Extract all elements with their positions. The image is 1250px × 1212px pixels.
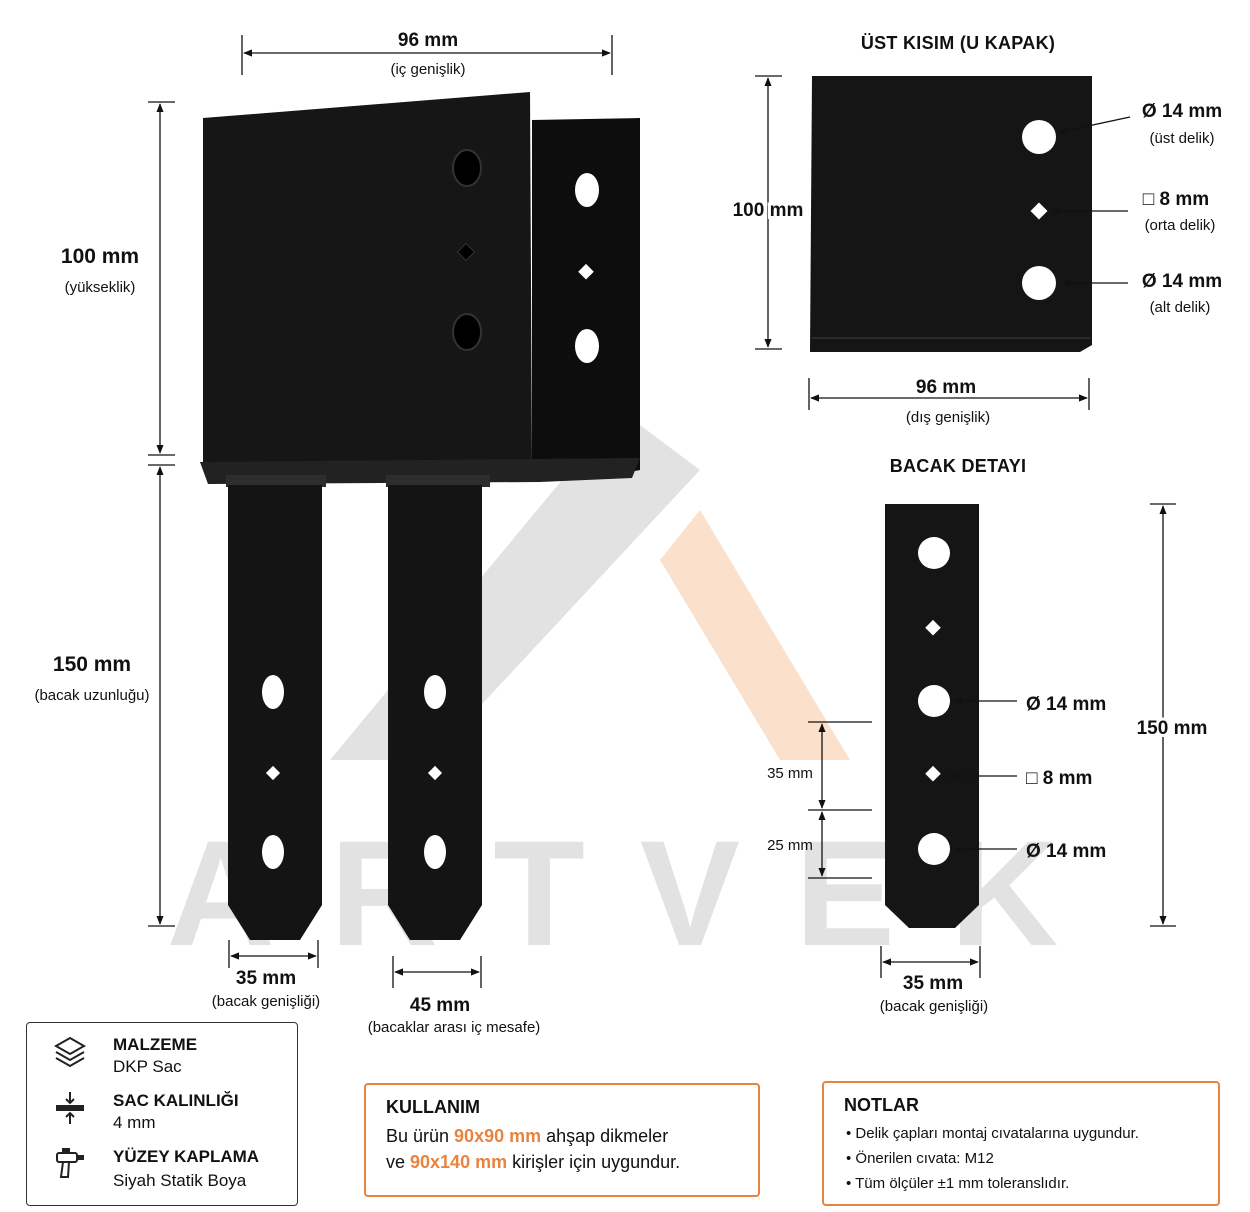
main-height-note: (yükseklik) [65,279,136,296]
top-hole-upper-value: Ø 14 mm [1142,101,1222,122]
front-hole-bottom [452,313,482,351]
usage-line-1: Bu ürün 90x90 mm ahşap dikmeler [386,1126,668,1147]
main-dimensions [148,35,613,988]
leg-detail-view: BACAK DETAYI [885,456,1026,928]
top-hole-upper-note: (üst delik) [1149,130,1214,147]
top-width-value: 96 mm [916,377,976,398]
bracket-front-plate [203,92,532,470]
notes-title: NOTLAR [844,1095,919,1115]
notes-box: NOTLAR • Delik çapları montaj cıvataları… [822,1081,1220,1206]
top-height-value: 100 mm [733,200,804,221]
layers-icon [53,1036,87,1068]
spec-coating-value: Siyah Statik Boya [113,1171,247,1190]
usage-line-1-start: Bu ürün [386,1126,455,1146]
leg-left [228,485,322,940]
top-hole-lower-note: (alt delik) [1150,299,1211,316]
usage-line-2-end: kirişler için uygundur. [507,1152,681,1172]
leg-right-hole-bottom [424,835,446,869]
main-dimension-labels: 96 mm (iç genişlik) 100 mm (yükseklik) 1… [34,30,540,1036]
top-hole-middle-note: (orta delik) [1145,217,1216,234]
front-hole-top [452,149,482,187]
usage-line-2: ve 90x140 mm kirişler için uygundur. [386,1152,680,1173]
leg-length-value: 150 mm [1137,718,1208,739]
weld-right [386,475,490,487]
main-leg-width-note: (bacak genişliği) [212,993,320,1010]
note-item: • Tüm ölçüler ±1 mm toleranslıdır. [846,1175,1070,1192]
main-leg-length-note: (bacak uzunluğu) [34,687,149,704]
main-leg-gap-value: 45 mm [410,995,470,1016]
front-hole-mid [456,242,476,262]
top-view-labels: 100 mm 96 mm (dış genişlik) Ø 14 mm (üst… [730,101,1223,426]
leg-detail-labels: 150 mm 35 mm 25 mm 35 mm (bacak genişliğ… [767,694,1210,1015]
main-leg-length-value: 150 mm [53,653,131,676]
note-item: • Önerilen cıvata: M12 [846,1150,994,1167]
leg-width-note: (bacak genişliği) [880,998,988,1015]
leg-hole-lower-label: Ø 14 mm [1026,841,1106,862]
leg-detail-hole-1 [918,537,950,569]
usage-line-1-end: ahşap dikmeler [541,1126,669,1146]
bracket-main-view [200,92,640,940]
main-width-value: 96 mm [398,30,458,51]
side-hole-top [575,173,599,207]
usage-title: KULLANIM [386,1097,480,1117]
main-height-value: 100 mm [61,245,139,268]
top-hole-middle-value: □ 8 mm [1143,189,1209,210]
leg-left-hole-mid [265,765,281,781]
side-hole-bottom [575,329,599,363]
main-leg-gap-note: (bacaklar arası iç mesafe) [368,1019,541,1036]
note-item: • Delik çapları montaj cıvatalarına uygu… [846,1125,1139,1142]
usage-highlight-post-size: 90x90 mm [454,1126,542,1146]
spray-gun-icon [56,1148,84,1178]
watermark-logo-orange [660,510,850,760]
weld-left [226,475,326,487]
top-hole-lower [1022,266,1056,300]
leg-detail-hole-4 [925,765,941,782]
leg-width-value: 35 mm [903,973,963,994]
spec-material-value: DKP Sac [113,1057,182,1076]
leg-left-hole-top [262,675,284,709]
side-hole-mid [578,263,594,280]
leg-hole-middle-label: □ 8 mm [1026,768,1092,789]
spec-box: MALZEME DKP Sac SAC KALINLIĞI 4 mm YÜZEY… [26,1022,298,1206]
spec-coating-title: YÜZEY KAPLAMA [113,1147,260,1166]
leg-right [388,485,482,940]
leg-view-title: BACAK DETAYI [890,456,1027,476]
top-hole-upper [1022,120,1056,154]
usage-box: KULLANIM Bu ürün 90x90 mm ahşap dikmeler… [364,1083,760,1197]
leg-spacing-1: 35 mm [767,765,813,782]
leg-detail-hole-2 [925,619,941,636]
spec-thickness-title: SAC KALINLIĞI [113,1091,239,1110]
top-view: ÜST KISIM (U KAPAK) [810,33,1092,352]
main-width-note: (iç genişlik) [390,61,465,78]
spec-material-title: MALZEME [113,1035,198,1054]
bracket-side-flange [532,118,640,478]
leg-right-hole-top [424,675,446,709]
top-view-title: ÜST KISIM (U KAPAK) [861,33,1055,53]
leg-detail-hole-5 [918,833,950,865]
leg-detail-hole-3 [918,685,950,717]
usage-highlight-beam-size: 90x140 mm [410,1152,508,1172]
thickness-icon [56,1092,84,1124]
top-view-dimensions [755,75,1131,410]
top-view-plate [810,76,1092,352]
leg-right-hole-mid [427,765,443,781]
top-hole-lower-value: Ø 14 mm [1142,271,1222,292]
leg-hole-upper-label: Ø 14 mm [1026,694,1106,715]
leg-detail-dimensions [808,503,1176,978]
leg-left-hole-bottom [262,835,284,869]
spec-thickness-value: 4 mm [113,1113,156,1132]
top-width-note: (dış genişlik) [906,409,990,426]
leg-spacing-2: 25 mm [767,837,813,854]
usage-line-2-start: ve [386,1152,411,1172]
main-leg-width-value: 35 mm [236,968,296,989]
